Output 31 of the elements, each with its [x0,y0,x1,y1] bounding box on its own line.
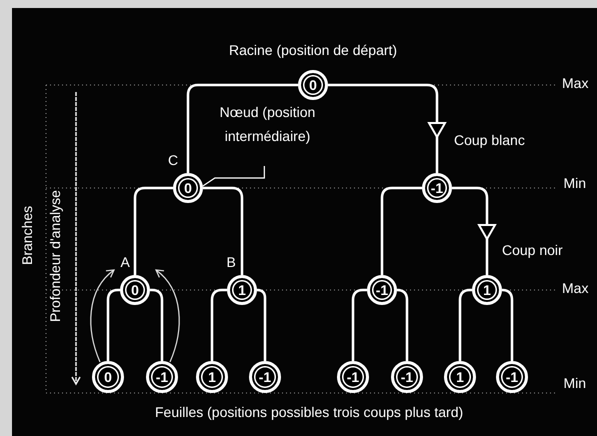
axis-title: Profondeur d'analyse [47,190,63,322]
level-label: Max [562,280,588,296]
axis-title: Branches [19,206,35,265]
branch-line [256,288,266,361]
leader-line [202,166,265,187]
branch-line [352,288,367,361]
branch-line [150,288,164,361]
footer-caption: Feuilles (positions possibles trois coups plus tard) [155,404,464,420]
level-label: Max [562,75,588,92]
branch-line [328,84,446,173]
node-annotation: Nœud (position intermédiaire) [215,100,320,148]
branch-line [210,288,227,361]
branch-line [203,186,244,275]
branch-line [106,288,120,361]
branch-line [452,186,496,275]
node-caption: B [226,254,236,270]
level-label: Min [564,175,586,192]
branch-line [396,288,408,361]
branch-line [186,84,298,173]
branch-line [500,288,514,361]
branch-line [380,186,422,275]
curved-arrow [90,269,115,362]
curved-arrow [155,269,180,362]
level-label: Min [564,375,586,392]
node-caption: A [120,254,130,270]
node-caption: Racine (position de départ) [229,42,398,58]
branch-line [134,186,173,275]
branch-line [458,288,472,361]
edge-label: Coup noir [500,242,565,258]
edge-label: Coup blanc [452,132,527,148]
node-caption: C [168,152,178,168]
